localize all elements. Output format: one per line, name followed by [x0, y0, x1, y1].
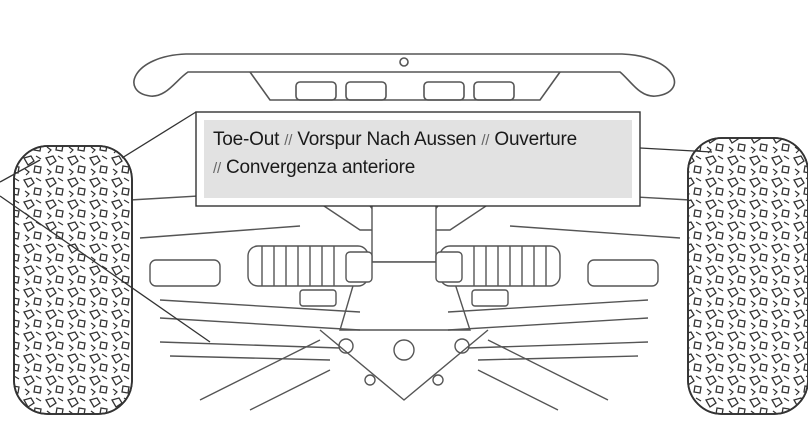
callout-pointers	[0, 111, 713, 343]
separator: //	[284, 132, 293, 149]
callout-toe-out: Toe-Out	[213, 129, 280, 150]
right-shock	[435, 245, 561, 287]
callout-label-bg	[204, 120, 632, 198]
right-tire	[687, 137, 808, 415]
callout-line-1: Toe-Out // Vorspur Nach Aussen // Ouvert…	[213, 126, 623, 154]
callout-german: Vorspur Nach Aussen	[297, 129, 477, 150]
left-tire	[13, 145, 133, 415]
separator: //	[213, 160, 221, 177]
rear-wing	[133, 53, 676, 101]
callout-italian: Convergenza anteriore	[226, 157, 416, 178]
left-shock	[247, 245, 373, 287]
separator: //	[481, 132, 490, 149]
callout-label: Toe-Out // Vorspur Nach Aussen // Ouvert…	[213, 126, 623, 182]
callout-french: Ouverture	[494, 129, 578, 150]
callout-line-2: // Convergenza anteriore	[213, 154, 623, 182]
